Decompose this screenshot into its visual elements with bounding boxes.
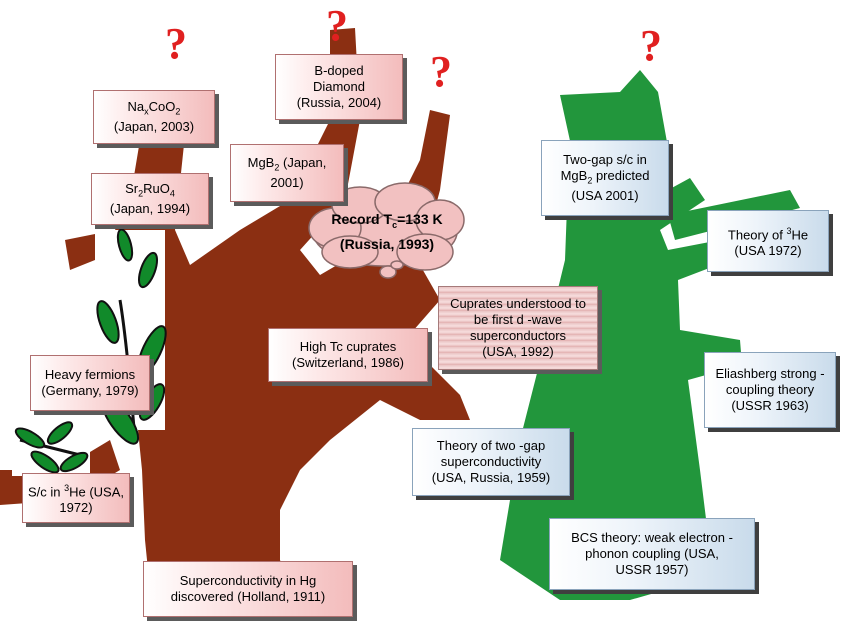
- box-two-gap-theory: Theory of two -gap superconductivity (US…: [412, 428, 570, 496]
- box-sc-in-3he: S/c in 3He (USA, 1972): [22, 473, 130, 523]
- box-hg-discovery: Superconductivity in Hg discovered (Holl…: [143, 561, 353, 617]
- box-eliashberg: Eliashberg strong - coupling theory (USS…: [704, 352, 836, 428]
- box-d-wave-cuprates: Cuprates understood to be first d -wave …: [438, 286, 598, 370]
- question-mark-2: ?: [326, 1, 348, 50]
- box-mgb2: MgB2 (Japan, 2001): [230, 144, 344, 202]
- box-sr2ruo4: Sr2RuO4 (Japan, 1994): [91, 173, 209, 225]
- question-mark-3: ?: [430, 47, 452, 96]
- box-naxcoo2: NaxCoO2 (Japan, 2003): [93, 90, 215, 144]
- box-theory-3he: Theory of 3He (USA 1972): [707, 210, 829, 272]
- box-two-gap-mgb2: Two-gap s/c in MgB2 predicted (USA 2001): [541, 140, 669, 216]
- question-mark-1: ?: [165, 19, 187, 68]
- box-bcs-theory: BCS theory: weak electron - phonon coupl…: [549, 518, 755, 590]
- question-mark-4: ?: [640, 21, 662, 70]
- box-boron-diamond: B-doped Diamond (Russia, 2004): [275, 54, 403, 120]
- box-high-tc-cuprates: High Tc cuprates (Switzerland, 1986): [268, 328, 428, 382]
- record-cloud: [308, 182, 465, 279]
- box-heavy-fermions: Heavy fermions (Germany, 1979): [30, 355, 150, 411]
- record-cloud-label: Record Tc=133 K (Russia, 1993): [331, 211, 443, 252]
